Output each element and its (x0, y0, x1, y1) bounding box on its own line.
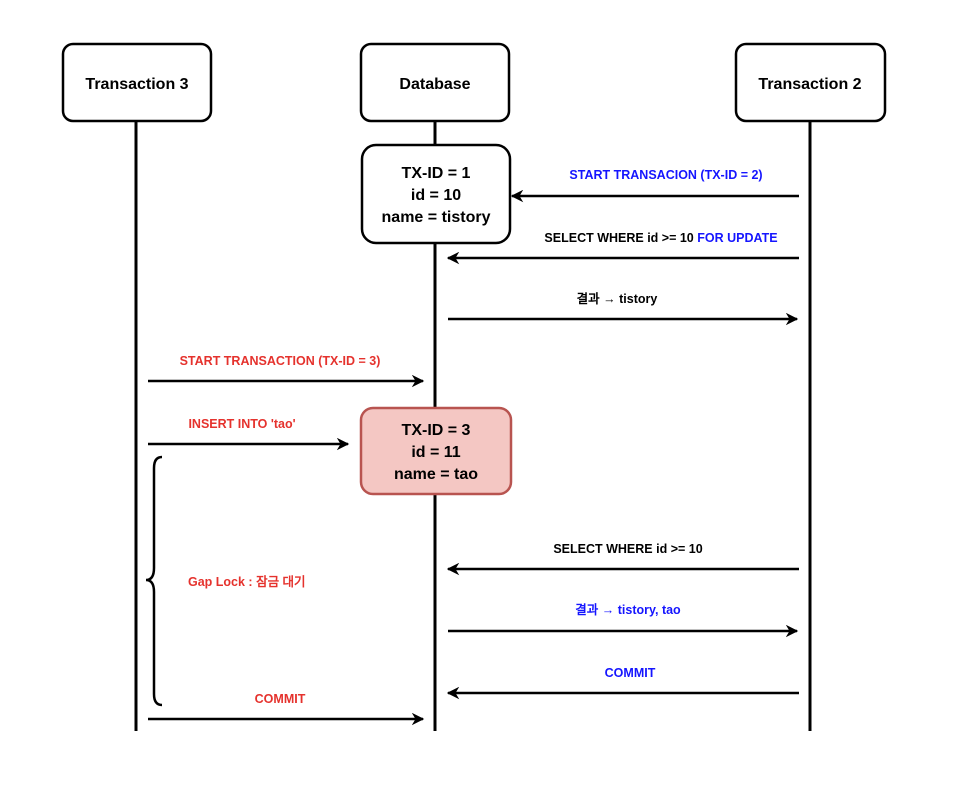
row-existing-name: name = tistory (382, 209, 491, 226)
label-select-for-update-main: SELECT WHERE id >= 10 (544, 231, 697, 245)
row-new-tx-id: TX-ID = 3 (402, 422, 471, 439)
label-start-transaction-3: START TRANSACTION (TX-ID = 3) (180, 354, 381, 368)
gap-lock-brace (145, 455, 163, 707)
label-select-plain: SELECT WHERE id >= 10 (553, 542, 702, 556)
label-select-for-update: SELECT WHERE id >= 10 FOR UPDATE (544, 231, 777, 245)
label-result-tistory-tao: 결과 → tistory, tao (575, 602, 681, 617)
label-commit-transaction-3: COMMIT (255, 692, 306, 706)
row-new-name: name = tao (394, 466, 478, 483)
label-commit-transaction-2: COMMIT (605, 666, 656, 680)
participant-database-label: Database (399, 76, 470, 93)
participant-transaction-3-label: Transaction 3 (85, 76, 188, 93)
label-start-transaction-2: START TRANSACION (TX-ID = 2) (569, 168, 762, 182)
row-existing-box: TX-ID = 1 id = 10 name = tistory (360, 143, 512, 245)
row-new-box: TX-ID = 3 id = 11 name = tao (359, 406, 513, 496)
label-insert-tao: INSERT INTO 'tao' (188, 417, 295, 431)
row-existing-tx-id: TX-ID = 1 (402, 165, 471, 182)
row-new-id: id = 11 (411, 444, 460, 461)
gap-lock-label: Gap Lock : 잠금 대기 (188, 574, 306, 589)
participant-transaction-2-label: Transaction 2 (758, 76, 861, 93)
participant-database: Database (359, 42, 511, 123)
row-existing-id: id = 10 (411, 187, 461, 204)
label-result-tistory: 결과 → tistory (577, 291, 658, 306)
participant-transaction-2: Transaction 2 (734, 42, 887, 123)
participant-transaction-3: Transaction 3 (61, 42, 213, 123)
label-select-for-update-highlight: FOR UPDATE (697, 231, 777, 245)
